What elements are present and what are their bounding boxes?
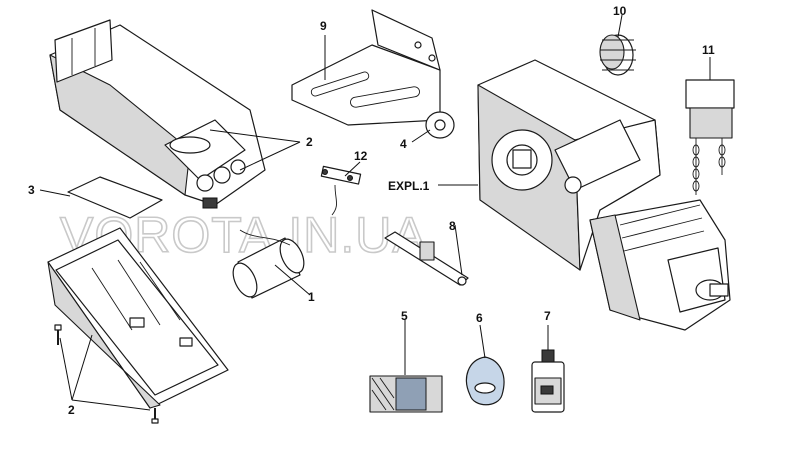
limit-switch xyxy=(320,165,362,216)
label-2-upper: 2 xyxy=(306,135,313,149)
label-6: 6 xyxy=(476,311,483,325)
oil-bottle xyxy=(531,349,565,413)
gasket-sheet xyxy=(67,176,163,219)
capacitor xyxy=(232,229,305,299)
mounting-bracket xyxy=(291,9,441,126)
release-lever xyxy=(384,231,469,286)
label-7: 7 xyxy=(544,309,551,323)
pinion-gear xyxy=(599,34,636,76)
label-2-lower: 2 xyxy=(68,403,75,417)
label-1: 1 xyxy=(308,290,315,304)
label-8: 8 xyxy=(449,219,456,233)
label-11: 11 xyxy=(702,43,715,57)
screw-left xyxy=(54,324,62,345)
screw-bottom xyxy=(151,408,159,424)
chain-release xyxy=(685,79,735,195)
label-9: 9 xyxy=(320,19,327,33)
label-expl-1: EXPL.1 xyxy=(388,179,430,193)
label-5: 5 xyxy=(401,309,408,323)
label-4: 4 xyxy=(400,137,407,151)
control-box-base xyxy=(47,227,229,409)
cable-gland-pack xyxy=(369,375,443,413)
screw-bag xyxy=(465,356,505,406)
label-3: 3 xyxy=(28,183,35,197)
washer xyxy=(425,111,455,139)
leader-lines xyxy=(39,14,711,411)
gear-motor xyxy=(477,59,731,331)
label-12: 12 xyxy=(354,149,368,163)
label-10: 10 xyxy=(613,4,627,18)
control-box-cover xyxy=(49,19,266,209)
